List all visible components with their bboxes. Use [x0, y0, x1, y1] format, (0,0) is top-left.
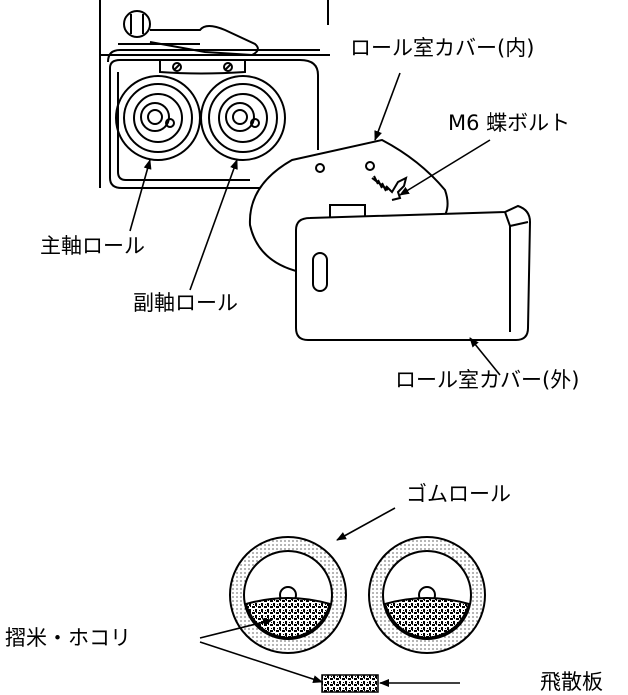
main-shaft-roll-drawing — [115, 75, 201, 161]
leader-lines-bottom — [199, 507, 460, 687]
roll-chamber-housing — [99, 0, 330, 189]
rubber-roll-right — [368, 536, 486, 654]
sub-shaft-roll-drawing — [200, 75, 286, 161]
outer-cover-drawing — [295, 204, 532, 341]
label-outer-cover: ロール室カバー(外) — [395, 368, 580, 392]
label-inner-cover: ロール室カバー(内) — [350, 36, 535, 60]
label-rubber-roll: ゴムロール — [406, 482, 511, 506]
wing-bolt-drawing — [371, 175, 408, 201]
label-sub-roll: 副軸ロール — [133, 291, 238, 315]
top-knob — [118, 10, 259, 57]
label-scatter-plate: 飛散板 — [540, 670, 603, 694]
label-bran-dust: 摺米・ホコリ — [5, 626, 131, 650]
leader-lines-top — [129, 72, 501, 376]
label-wing-bolt: M6 蝶ボルト — [448, 111, 571, 135]
scatter-plate-drawing — [321, 674, 379, 693]
roll-mount-plate — [159, 60, 246, 75]
rubber-roll-left — [229, 536, 347, 654]
label-main-roll: 主軸ロール — [40, 234, 145, 258]
